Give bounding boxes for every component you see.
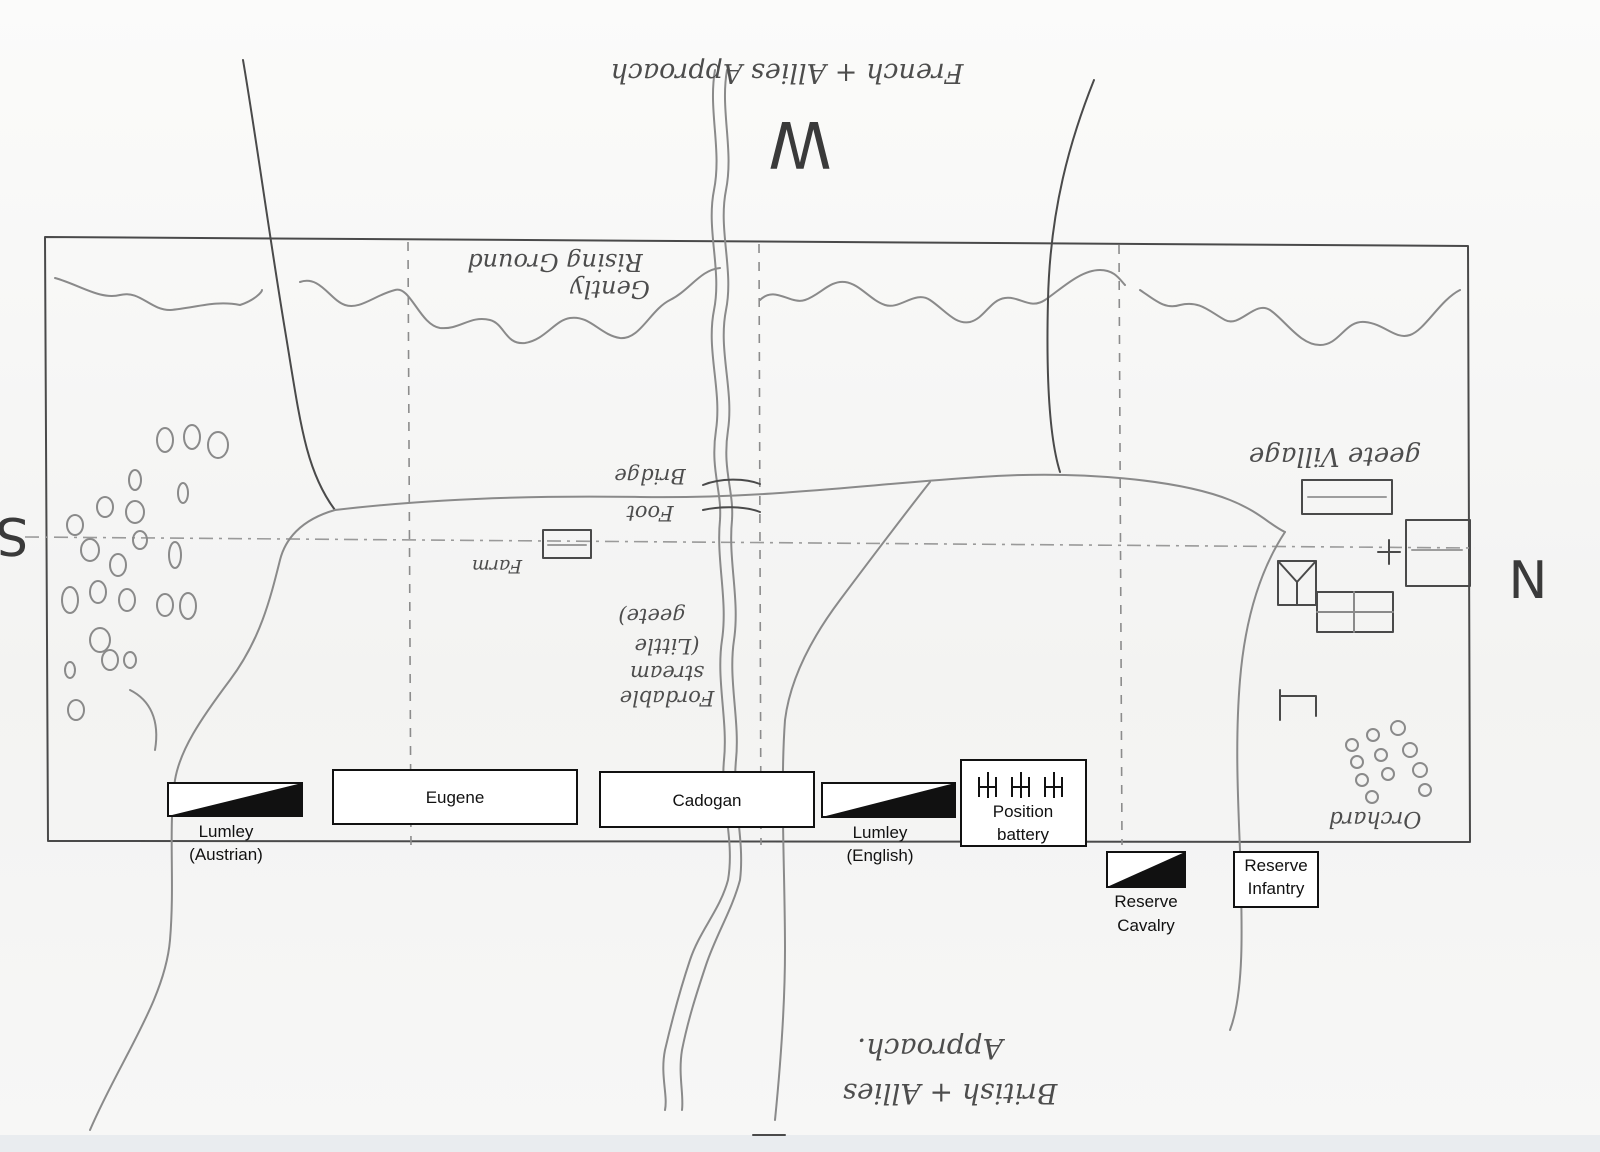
stream-label-line3: (Little (635, 634, 700, 658)
position-battery-box (960, 759, 1087, 847)
unit-reserve-cavalry: Reserve Cavalry (1106, 851, 1186, 935)
british-approach-line1: British + Allies (843, 1077, 1059, 1110)
stream-label-line1: Fordable (620, 686, 716, 710)
road-to-british (774, 481, 931, 1121)
unit-lumley-austrian: Lumley (Austrian) (167, 782, 303, 864)
orchard-trees (1345, 720, 1432, 804)
lumley-english-label-line2: (English) (846, 846, 913, 865)
reserve-cavalry-label-line1: Reserve (1114, 892, 1177, 911)
rising-ground-line2: Rising Ground (467, 248, 644, 276)
unit-eugene: Eugene (332, 769, 578, 825)
stream-bank-left (662, 69, 731, 1111)
reserve-infantry-box (1233, 851, 1319, 908)
cannon-icon (978, 772, 1063, 798)
farm-building (542, 529, 592, 559)
eugene-box (332, 769, 578, 825)
main-road (334, 473, 1286, 533)
woods-south (61, 424, 229, 751)
foot-bridge-bottom (702, 506, 761, 513)
stream-label-line4: geete) (618, 604, 685, 628)
village-building-3-roof (1277, 560, 1317, 606)
unit-lumley-english: Lumley (English) (821, 782, 956, 865)
cadogan-label: Cadogan (672, 791, 741, 810)
rising-ground-line1: Gently (570, 275, 650, 303)
unit-position-battery: Position battery (960, 759, 1087, 847)
compass-south: S (0, 505, 29, 565)
cavalry-triangle-lumley-english (822, 783, 955, 817)
cadogan-box (599, 771, 815, 828)
french-approach-label: French + Allies Approach (611, 57, 965, 88)
foot-bridge-label-line1: Foot (626, 501, 675, 525)
bottom-strip (0, 1135, 1600, 1152)
village-building-1 (1301, 479, 1393, 515)
compass-west: W (768, 106, 831, 180)
road-west (242, 59, 336, 511)
stream-bank-right (679, 69, 743, 1111)
reserve-infantry-label-line2: Infantry (1248, 879, 1305, 898)
reserve-cavalry-label-line2: Cavalry (1117, 916, 1175, 935)
position-battery-label-line2: battery (997, 825, 1049, 844)
village-church-cross (1377, 539, 1401, 565)
unit-cadogan: Cadogan (599, 771, 815, 828)
british-approach-line2: Approach. (857, 1032, 1006, 1065)
road-east (1046, 79, 1095, 473)
village-building-4-detail (1316, 591, 1394, 633)
cavalry-triangle-lumley-austrian (168, 783, 302, 816)
unit-reserve-infantry: Reserve Infantry (1233, 851, 1319, 908)
lumley-austrian-label-line1: Lumley (199, 822, 254, 841)
reserve-infantry-label-line1: Reserve (1244, 856, 1307, 875)
cavalry-triangle-reserve (1107, 852, 1185, 887)
road-to-village-south (1229, 531, 1286, 1031)
foot-bridge-top (702, 478, 761, 486)
village-building-5 (1279, 689, 1317, 721)
rising-ground-contour (54, 267, 1461, 346)
sector-line-1 (407, 241, 412, 849)
orchard-label: Orchard (1329, 806, 1422, 831)
south-north-axis (24, 536, 1476, 549)
sector-line-2 (758, 243, 762, 846)
position-battery-label-line1: Position (993, 802, 1053, 821)
village-label: geete Village (1249, 441, 1421, 471)
lumley-austrian-label-line2: (Austrian) (189, 845, 263, 864)
foot-bridge-label-line2: Bridge (614, 464, 687, 488)
lumley-english-label-line1: Lumley (853, 823, 908, 842)
battlefield-frame (44, 236, 1471, 843)
eugene-label: Eugene (426, 788, 485, 807)
farm-label: Farm (472, 555, 523, 577)
compass-north: N (1509, 551, 1548, 611)
stream-label-line2: stream (630, 661, 704, 685)
village-building-2 (1405, 519, 1471, 587)
road-to-south (89, 509, 336, 1131)
